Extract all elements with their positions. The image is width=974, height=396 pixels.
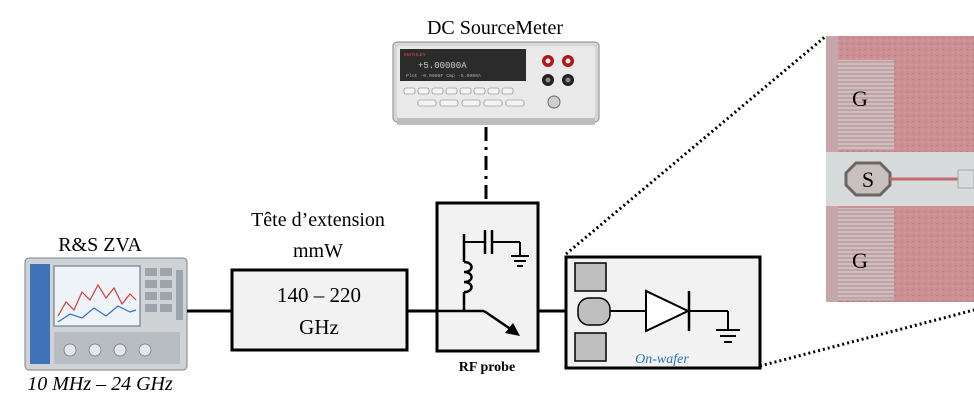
vna-frequency-range: 10 MHz – 24 GHz	[27, 373, 173, 395]
ground-pad-top	[575, 263, 606, 291]
micrograph-signal-label: S	[862, 167, 874, 192]
ground-pad-bottom	[575, 333, 606, 361]
onwafer-label: On-wafer	[635, 352, 689, 367]
micrograph-ground-bottom-label: G	[852, 248, 868, 273]
band-label-line2: GHz	[299, 315, 339, 339]
extension-title-line1: Tête d’extension	[251, 209, 385, 231]
sourcemeter-title: DC SourceMeter	[427, 17, 563, 39]
signal-pad	[578, 298, 610, 325]
vna-title: R&S ZVA	[58, 234, 142, 256]
vna-screen	[54, 266, 140, 326]
zoom-line-bottom	[760, 310, 974, 366]
extension-title-line2: mmW	[293, 240, 343, 262]
sourcemeter-readout: +5.00000A	[418, 61, 467, 71]
sourcemeter-instrument: KEITHLEY +5.00000A Plot -0.0000F Cmp -5.…	[393, 42, 599, 125]
micrograph-ground-top-label: G	[852, 86, 868, 111]
zoom-line-top	[566, 36, 826, 254]
rf-probe-box	[437, 203, 538, 351]
band-label-line1: 140 – 220	[277, 283, 361, 307]
vna-instrument	[25, 258, 187, 370]
wafer-micrograph	[826, 36, 974, 302]
rf-probe-label: RF probe	[459, 360, 515, 375]
sourcemeter-subreadout: Plot -0.0000F Cmp -5.0000A	[406, 73, 481, 79]
sourcemeter-brand: KEITHLEY	[404, 52, 426, 57]
